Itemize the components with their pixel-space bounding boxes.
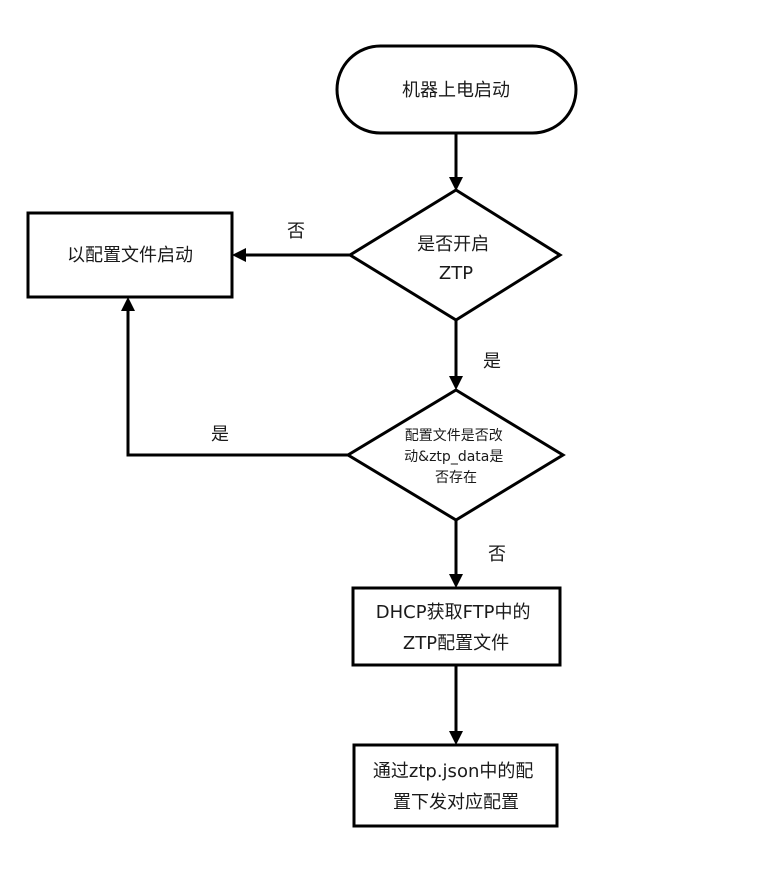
arrow-dhcp-to-apply [449,665,463,745]
edge-label-ztp-no: 否 [287,221,305,242]
node-decision-ztp: 是否开启 ZTP [347,188,563,322]
dhcp-label: DHCP获取FTP中的 ZTP配置文件 [376,602,536,654]
edge-label-ztp-yes: 是 [483,351,501,372]
dhcp-box [351,586,562,667]
arrow-start-to-ztp-decision [449,133,463,191]
edge-label-changed-no: 否 [488,544,506,565]
boot-config-label: 以配置文件启动 [67,245,193,266]
arrowhead [449,731,463,745]
decision-changed-label-line-2: 动&ztp_data是 [404,449,503,465]
boot-config-box [26,211,234,299]
decision-changed-label-line-3: 否存在 [435,470,477,486]
boot-config-label-line-1: 以配置文件启动 [67,245,193,266]
arrowhead [449,574,463,588]
arrowhead [232,248,246,262]
apply-label-line-2: 置下发对应配置 [393,792,519,813]
apply-label-line-1: 通过ztp.json中的配 [373,761,533,782]
apply-box [352,743,559,828]
node-start: 机器上电启动 [335,44,578,135]
arrow-changed-no-to-dhcp: 否 [449,520,506,588]
arrowhead [121,297,135,311]
arrow-ztp-yes-to-changed-decision: 是 [449,320,501,390]
node-dhcp: DHCP获取FTP中的 ZTP配置文件 [351,586,562,667]
decision-ztp-label-line-1: 是否开启 [417,234,489,255]
dhcp-label-line-2: ZTP配置文件 [403,633,509,654]
decision-changed-label-line-1: 配置文件是否改 [405,428,503,444]
decision-changed-label: 配置文件是否改 动&ztp_data是 否存在 [404,428,508,486]
arrow-line [126,310,348,457]
decision-ztp-label: 是否开启 ZTP [417,234,495,284]
dhcp-label-line-1: DHCP获取FTP中的 [376,602,531,623]
apply-label: 通过ztp.json中的配 置下发对应配置 [373,761,539,813]
arrow-changed-yes-to-boot-config: 是 [121,297,348,457]
node-decision-changed: 配置文件是否改 动&ztp_data是 否存在 [345,388,566,522]
decision-ztp-label-line-2: ZTP [439,263,473,284]
node-apply: 通过ztp.json中的配 置下发对应配置 [352,743,559,828]
arrowhead [449,177,463,191]
edge-label-changed-yes: 是 [211,424,229,445]
arrow-ztp-no-to-boot-config: 否 [232,221,350,262]
arrowhead [449,376,463,390]
decision-ztp-diamond [347,188,563,322]
start-label: 机器上电启动 [402,80,510,101]
node-boot-config: 以配置文件启动 [26,211,234,299]
start-label-line-1: 机器上电启动 [402,80,510,101]
